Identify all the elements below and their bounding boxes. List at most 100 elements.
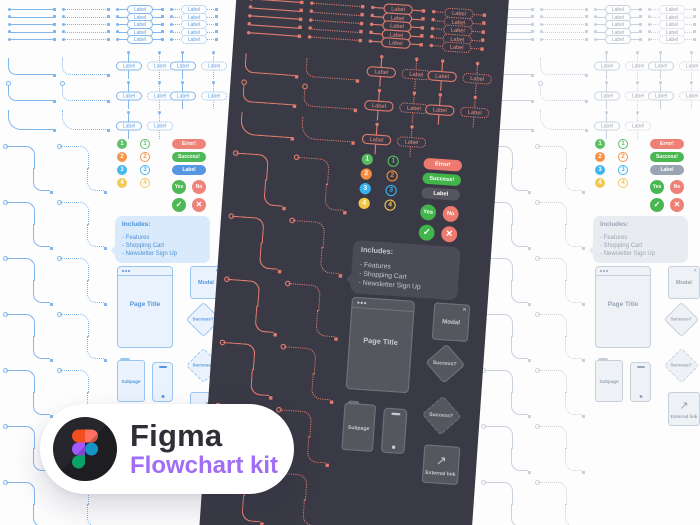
vertical-connector: Label — [424, 94, 455, 125]
connector-line — [310, 2, 365, 8]
connector-line — [248, 6, 303, 12]
connector-line: Label — [170, 20, 218, 29]
connector-column-dashed — [540, 7, 588, 41]
connector-line: Label — [648, 27, 696, 37]
vertical-connector: Label — [648, 81, 674, 109]
step-connector — [57, 143, 107, 194]
elbow-connector — [537, 81, 588, 103]
step-dot-filled: 4 — [595, 178, 605, 188]
elbow-column-solid — [239, 53, 299, 139]
includes-title: Includes: — [122, 221, 151, 228]
step-dot-outline: 2 — [386, 169, 399, 182]
connector-line: Label — [116, 27, 164, 37]
page-title-label: Page Title — [363, 336, 399, 347]
step-connector — [294, 156, 349, 212]
elbow-connector — [239, 112, 295, 139]
connector-line — [540, 7, 588, 11]
connector-line: Label — [369, 28, 424, 41]
check-icon: ✓ — [418, 224, 436, 242]
vertical-connector: Label — [201, 51, 227, 79]
connector-label: Label — [380, 36, 411, 50]
diamond-label: Success? — [670, 362, 692, 368]
step-connector — [3, 367, 53, 418]
connector-label: Label — [424, 103, 455, 117]
connector-label: Label — [441, 41, 472, 54]
diamond-label: Success? — [192, 316, 214, 322]
step-dot-filled: 2 — [117, 152, 127, 162]
connector-label: Label — [147, 121, 173, 131]
step-dot-filled: 3 — [359, 182, 372, 195]
elbow-connector — [242, 82, 297, 106]
dot-row: 1 1 — [117, 139, 150, 149]
label-badge: Label — [421, 187, 461, 201]
step-dot-filled: 4 — [117, 178, 127, 188]
includes-item: - Shopping Cart — [600, 243, 643, 249]
connector-line: Label — [170, 35, 218, 44]
connector-column-dashed — [62, 7, 110, 41]
step-dot-outline: 1 — [618, 139, 628, 149]
yes-node: Yes — [650, 180, 664, 194]
connector-label: Label — [605, 35, 631, 44]
modal-node: ✕ Modal — [668, 266, 700, 299]
dot-row: 3 3 — [595, 165, 628, 175]
step-connector — [481, 255, 531, 306]
label-badge: Label — [172, 165, 206, 175]
error-badge: Error! — [650, 139, 684, 149]
includes-note: Includes: - Features - Shopping Cart - N… — [115, 216, 210, 263]
label-badge: Label — [650, 165, 684, 175]
connector-label: Label — [594, 91, 620, 101]
connector-label: Label — [679, 91, 700, 101]
connector-line — [309, 19, 364, 25]
connector-line — [308, 27, 363, 33]
page-title-label: Page Title — [129, 300, 161, 308]
connector-line — [540, 15, 588, 18]
connector-line: Label — [648, 5, 696, 14]
connector-line: Label — [116, 12, 164, 22]
includes-item: - Features — [600, 235, 628, 241]
modal-node: ✕ Modal — [431, 302, 471, 342]
browser-bar — [118, 267, 172, 276]
decision-diamond-dashed: Success? — [184, 346, 222, 384]
figma-logo-blue — [85, 442, 98, 456]
elbow-connector — [62, 58, 110, 77]
elbow-connector — [8, 58, 56, 77]
step-connector — [3, 199, 53, 250]
connector-column-solid — [8, 7, 56, 41]
dot-row: 2 2 — [117, 152, 150, 162]
connector-line — [307, 36, 363, 42]
connector-label: Label — [201, 61, 227, 71]
connector-column-solid — [246, 0, 304, 37]
step-dot-outline: 2 — [618, 152, 628, 162]
step-connector — [481, 367, 531, 418]
close-icon: ✕ — [693, 268, 697, 273]
success-badge: Success! — [422, 172, 462, 187]
connector-line: Label — [116, 20, 164, 29]
elbow-connector — [59, 81, 110, 103]
vertical-connector: Label — [116, 111, 142, 139]
connector-line: Label — [368, 36, 423, 50]
decision-diamond-solid: Success? — [422, 340, 468, 386]
step-connector — [285, 283, 340, 338]
figma-logo-purple — [72, 442, 85, 456]
connector-line — [248, 15, 303, 21]
connector-label: Label — [625, 121, 651, 131]
connector-line — [540, 22, 588, 26]
connector-line — [8, 30, 56, 33]
yes-node: Yes — [419, 203, 437, 221]
step-connector — [3, 311, 53, 362]
elbow-connector — [540, 58, 588, 77]
connector-line — [247, 23, 302, 29]
connector-label: Label — [363, 99, 394, 112]
vertical-connector: Label — [594, 81, 620, 109]
external-link-arrow-icon: ↗ — [679, 399, 689, 412]
step-connector — [535, 367, 585, 418]
connector-label: Label — [594, 61, 620, 71]
connector-line: Label — [116, 35, 164, 44]
step-connector — [280, 346, 335, 401]
